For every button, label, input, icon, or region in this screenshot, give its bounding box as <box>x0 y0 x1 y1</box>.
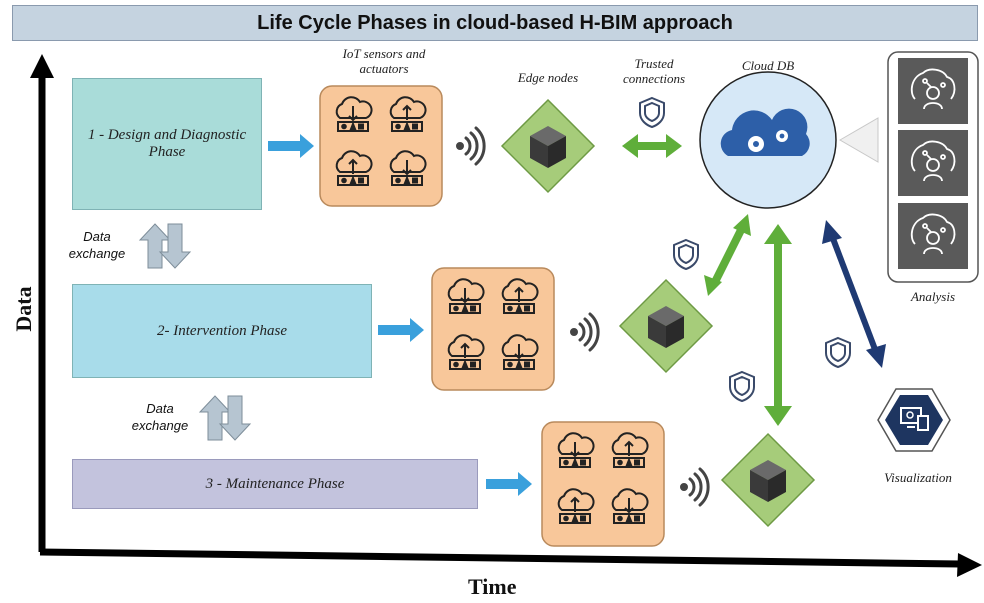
y-axis-label: Data <box>11 286 36 332</box>
y-axis <box>30 54 54 552</box>
phase1-to-iot-arrow <box>268 134 314 158</box>
cloud-sensor-icon <box>501 334 539 370</box>
analysis-label: Analysis <box>910 289 956 304</box>
visualization-label: Visualization <box>884 470 952 485</box>
cloud-sensor-icon <box>557 488 595 524</box>
data-exchange-label-1: Data exchange <box>68 229 126 261</box>
cloud-sensor-icon <box>447 334 485 370</box>
x-axis-label: Time <box>468 574 517 599</box>
wifi-signal-icon <box>456 126 486 166</box>
cloud-sensor-icon <box>335 150 373 186</box>
shield-icon <box>825 336 851 369</box>
cloud-db-label: Cloud DB <box>741 58 795 73</box>
analysis-brain-icon <box>910 68 956 110</box>
trusted-connections-label: Trusted connections <box>622 56 686 86</box>
edge-nodes-label: Edge nodes <box>517 70 579 85</box>
phase3-to-iot-arrow <box>486 472 532 496</box>
edge-node-cube-icon <box>720 432 816 528</box>
cloud-sensor-icon <box>557 432 595 468</box>
phase-design-diagnostic: 1 - Design and Diagnostic Phase <box>72 78 262 210</box>
cloud-sensor-icon <box>389 150 427 186</box>
shield-icon <box>639 96 665 129</box>
diagram-title: Life Cycle Phases in cloud-based H-BIM a… <box>12 5 978 41</box>
cloud-sensor-icon <box>335 96 373 132</box>
shield-icon <box>673 238 699 271</box>
wifi-signal-icon <box>680 467 710 507</box>
cloud-visualization-arrow <box>822 220 886 368</box>
cloud-sensor-icon <box>389 96 427 132</box>
edge-cloud-arrow-3 <box>764 224 792 426</box>
data-exchange-arrows-1 <box>138 223 192 269</box>
analysis-brain-icon <box>910 140 956 182</box>
shield-icon <box>729 370 755 403</box>
edge-cloud-arrow-1 <box>622 134 682 158</box>
phase-maintenance: 3 - Maintenance Phase <box>72 459 478 509</box>
cloud-sensor-icon <box>501 278 539 314</box>
x-axis <box>39 548 982 577</box>
data-exchange-arrows-2 <box>198 395 252 441</box>
cloud-sensor-icon <box>447 278 485 314</box>
wifi-signal-icon <box>570 312 600 352</box>
data-exchange-label-2: Data exchange <box>131 401 189 433</box>
iot-label: IoT sensors and actuators <box>342 46 426 76</box>
phase-intervention: 2- Intervention Phase <box>72 284 372 378</box>
edge-node-cube-icon <box>618 278 714 374</box>
edge-node-cube-icon <box>500 98 596 194</box>
edge-cloud-arrow-2 <box>704 214 751 296</box>
cloud-sensor-icon <box>611 488 649 524</box>
cloud-gear-icon <box>720 108 810 156</box>
analysis-connector <box>839 117 879 163</box>
phase2-to-iot-arrow <box>378 318 424 342</box>
visualization-screen-icon <box>877 388 951 452</box>
analysis-brain-icon <box>910 213 956 255</box>
cloud-sensor-icon <box>611 432 649 468</box>
